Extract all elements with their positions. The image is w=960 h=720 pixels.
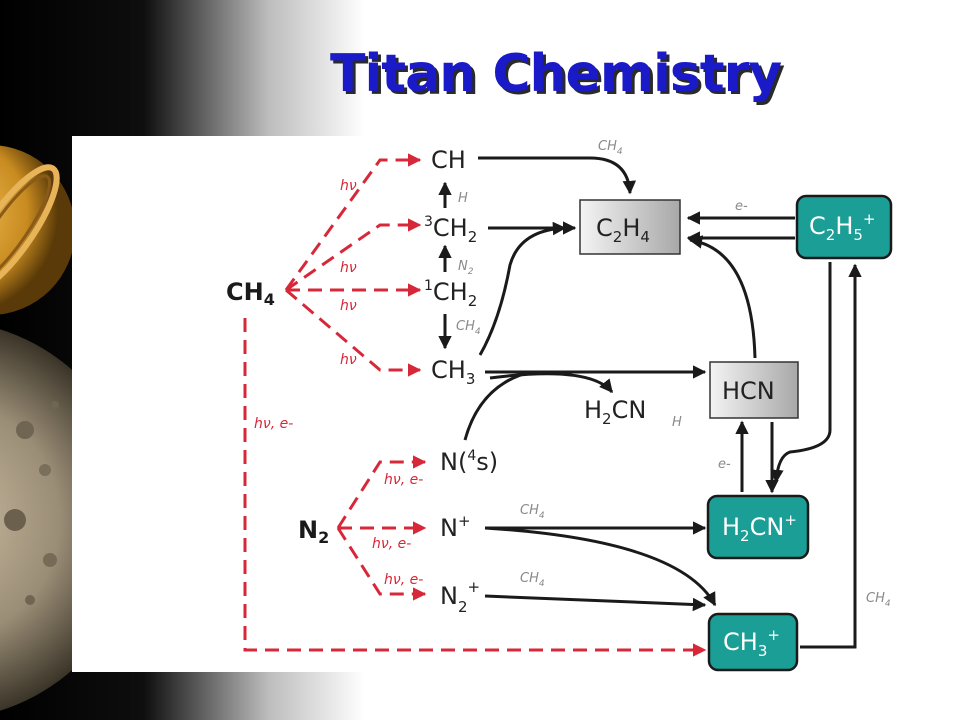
slide-title: Titan Chemistry [330, 44, 782, 104]
label-hv-4: hν [340, 352, 357, 368]
label-hv-e-nplus: hν, e- [372, 536, 411, 552]
svg-text:CH3+: CH3+ [723, 626, 780, 660]
label-hv-3: hν [340, 298, 357, 314]
label-ch4-nplus: CH4 [520, 503, 545, 521]
species-n4s: N(4s) [440, 448, 498, 476]
species-h2cn: H2CN [584, 396, 646, 428]
species-ch: CH [431, 146, 466, 174]
label-hv-2: hν [340, 260, 357, 276]
species-n2-plus: N2+ [440, 578, 480, 616]
label-ch4-down: CH4 [456, 319, 481, 337]
label-e-mid: e- [718, 457, 731, 472]
diagram-panel: CH4 N2 CH 3CH2 1CH2 CH3 H2CN N(4s) N+ N2… [72, 136, 960, 672]
label-ch4-right: CH4 [866, 591, 891, 609]
label-n2-mid: N2 [458, 259, 474, 277]
ch4-photolysis-arrows [243, 153, 707, 657]
label-hv-e-n2plus: hν, e- [384, 572, 423, 588]
n2-photolysis-arrows [336, 455, 427, 601]
reaction-network-diagram: CH4 N2 CH 3CH2 1CH2 CH3 H2CN N(4s) N+ N2… [226, 139, 893, 672]
box-c2h4: C2H4 [579, 199, 681, 255]
species-ch3: CH3 [431, 356, 475, 388]
svg-text:C2H4: C2H4 [596, 214, 650, 246]
svg-text:C2H5+: C2H5+ [809, 210, 875, 244]
box-c2h5-plus: C2H5+ [795, 194, 893, 260]
label-e-top: e- [735, 199, 748, 214]
label-h-up: H [458, 191, 468, 206]
saturn-image [0, 145, 75, 315]
label-hv-e-n4s: hν, e- [384, 472, 423, 488]
box-hcn: HCN [709, 361, 799, 419]
reaction-arrows [438, 156, 862, 649]
label-ch4-n2plus: CH4 [520, 571, 545, 589]
species-singlet-ch2: 1CH2 [424, 278, 477, 310]
label-ch4-top: CH4 [598, 139, 623, 157]
n2-source: N2 [298, 516, 329, 547]
label-hv-1: hν [340, 178, 357, 194]
label-h-hcn: H [672, 415, 682, 430]
species-triplet-ch2: 3CH2 [424, 214, 477, 246]
svg-text:HCN: HCN [722, 377, 775, 405]
svg-text:H2CN+: H2CN+ [722, 511, 797, 545]
label-hv-e-long: hν, e- [254, 416, 293, 432]
box-ch3-plus: CH3+ [707, 612, 799, 672]
species-n-plus: N+ [440, 512, 471, 542]
ch4-source: CH4 [226, 278, 275, 309]
box-h2cn-plus: H2CN+ [706, 494, 810, 560]
